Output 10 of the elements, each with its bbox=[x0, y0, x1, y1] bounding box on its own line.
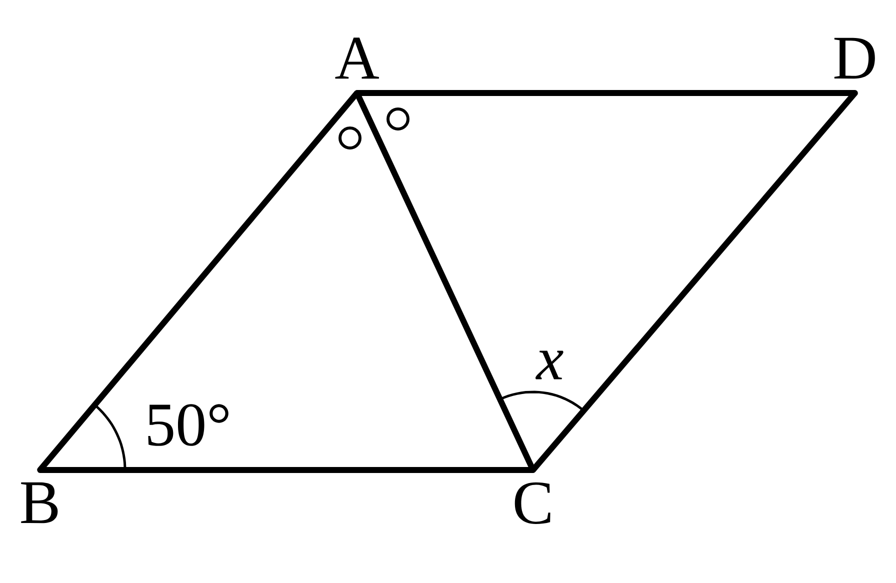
side-line bbox=[354, 90, 858, 96]
side-line bbox=[530, 90, 858, 473]
vertex-label: A bbox=[335, 38, 379, 79]
vertex-label: D bbox=[834, 38, 875, 79]
vertex-label: C bbox=[514, 482, 550, 524]
angle-label: 50° bbox=[148, 404, 228, 446]
angle-label: x bbox=[536, 350, 564, 380]
side-line bbox=[354, 90, 536, 473]
side-line bbox=[37, 466, 536, 473]
vertex-label: B bbox=[21, 482, 58, 524]
